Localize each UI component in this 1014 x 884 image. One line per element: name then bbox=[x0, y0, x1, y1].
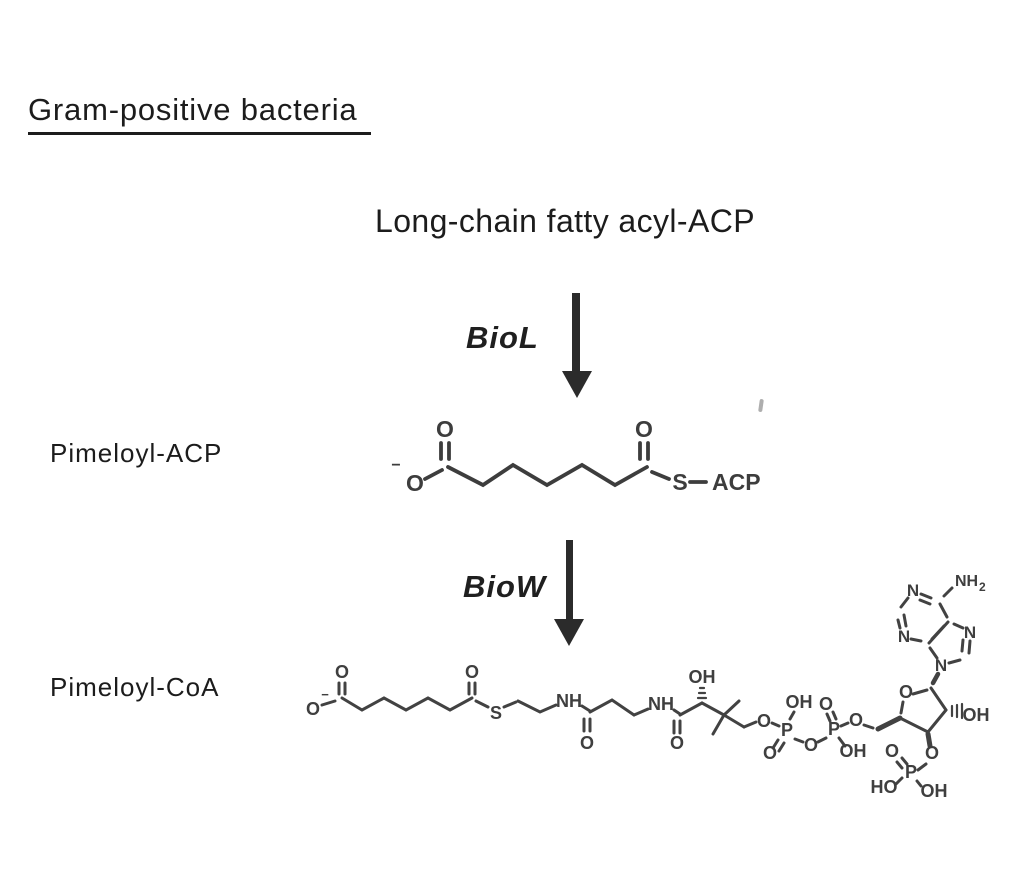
atom-p-phosphate-3: P bbox=[905, 762, 917, 782]
pimeloyl-acp-structure: − O O O S ACP bbox=[391, 416, 760, 496]
pimeloyl-coa-bonds bbox=[320, 586, 972, 788]
atom-p-phosphate-1: P bbox=[781, 720, 793, 740]
pimeloyl-acp-bonds bbox=[423, 441, 708, 488]
atom-o-phosphate-3: O bbox=[885, 741, 899, 761]
atom-n3-adenine: N bbox=[898, 627, 910, 646]
atom-o-bridge: O bbox=[804, 735, 818, 755]
atom-o-carbonyl-1: O bbox=[335, 662, 349, 682]
atom-s-thioester: S bbox=[672, 469, 687, 495]
arrow-head-icon bbox=[562, 371, 592, 398]
arrow-head-icon bbox=[554, 619, 584, 646]
atom-o-amide-2: O bbox=[670, 733, 684, 753]
atom-n9-adenine: N bbox=[935, 656, 947, 675]
atom-ho-phosphate-3: HO bbox=[871, 777, 898, 797]
atom-oh-ribose-2prime: OH bbox=[963, 705, 990, 725]
pimeloyl-acp-atoms: − O O O S ACP bbox=[391, 416, 760, 496]
acp-group-label: ACP bbox=[712, 469, 761, 495]
atom-n1-adenine: N bbox=[907, 581, 919, 600]
atom-o-ester-2: O bbox=[849, 710, 863, 730]
atom-nh-amide-2: NH bbox=[648, 694, 674, 714]
atom-s-thioester: S bbox=[490, 703, 502, 723]
arrow-shaft bbox=[572, 293, 580, 376]
atom-o-phosphate-2: O bbox=[819, 694, 833, 714]
substrate-label: Long-chain fatty acyl-ACP bbox=[375, 203, 755, 239]
pimeloyl-acp-label: Pimeloyl-ACP bbox=[50, 438, 223, 468]
pimeloyl-coa-stereo-hashes bbox=[696, 686, 964, 720]
atom-oh-phosphate-3: OH bbox=[921, 781, 948, 801]
atom-o-carboxylate: O bbox=[406, 470, 424, 496]
page-title: Gram-positive bacteria bbox=[28, 92, 372, 135]
biow-reaction-arrow bbox=[554, 540, 584, 646]
atom-o-amide-1: O bbox=[580, 733, 594, 753]
biol-reaction-arrow bbox=[562, 293, 592, 398]
atom-oh-phosphate-1: OH bbox=[786, 692, 813, 712]
atom-o-ester: O bbox=[757, 711, 771, 731]
pimeloyl-coa-label: Pimeloyl-CoA bbox=[50, 672, 220, 702]
atom-n7-adenine: N bbox=[964, 623, 976, 642]
atom-nh2-adenine: NH bbox=[955, 573, 978, 590]
charge-minus-label: − bbox=[321, 687, 329, 702]
atom-o-ribose-3prime: O bbox=[925, 743, 939, 763]
atom-o-phosphate-1: O bbox=[763, 743, 777, 763]
atom-o-carbonyl-right: O bbox=[635, 416, 653, 442]
atom-o-ribose-ring: O bbox=[899, 682, 913, 702]
atom-o-carboxylate: O bbox=[306, 699, 320, 719]
arrow-shaft bbox=[566, 540, 573, 620]
enzyme-biow-label: BioW bbox=[463, 569, 547, 604]
pimeloyl-coa-structure: − O O O S NH O NH O OH O OH P O O O P OH… bbox=[306, 573, 990, 801]
atom-o-thioester: O bbox=[465, 662, 479, 682]
atom-o-carbonyl-left: O bbox=[436, 416, 454, 442]
charge-minus-label: − bbox=[391, 457, 400, 474]
atom-nh-amide-1: NH bbox=[556, 691, 582, 711]
enzyme-biol-label: BioL bbox=[466, 320, 539, 355]
atom-oh-pantoate: OH bbox=[689, 667, 716, 687]
pimeloyl-coa-atoms: − O O O S NH O NH O OH O OH P O O O P OH… bbox=[306, 573, 990, 801]
atom-oh-phosphate-2: OH bbox=[840, 741, 867, 761]
atom-nh2-subscript: 2 bbox=[979, 580, 986, 594]
atom-p-phosphate-2: P bbox=[828, 719, 840, 739]
